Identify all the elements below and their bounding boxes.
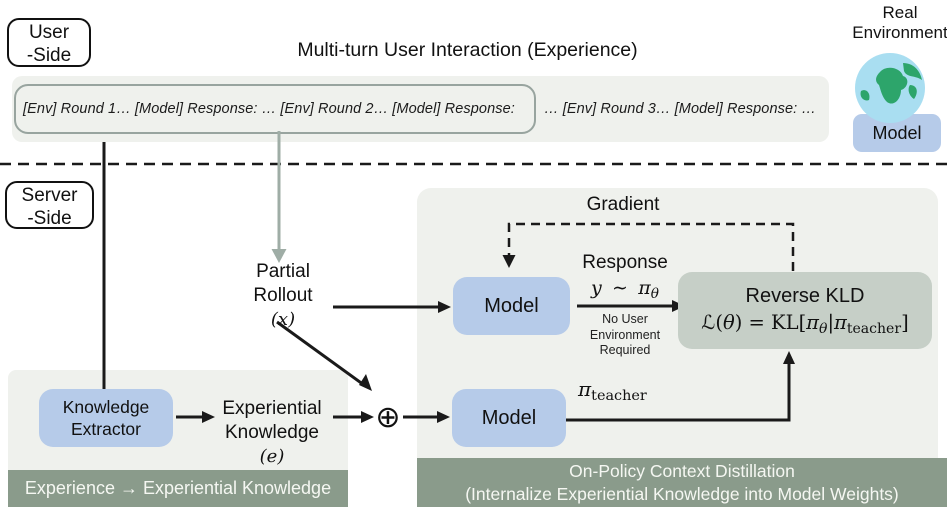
server-side-tag: Server -Side	[5, 181, 94, 229]
experience-to-rollout-arrow	[271, 131, 287, 263]
environment-model-label: Model	[872, 122, 922, 143]
gradient-label: Gradient	[586, 194, 660, 215]
real-environment-line2: Environment	[852, 23, 947, 42]
real-environment-label: Real Environment	[838, 3, 947, 43]
policy-model-box: Model	[453, 277, 570, 335]
teacher-model-label: Model	[481, 406, 537, 429]
kld-close: ]	[901, 310, 909, 334]
math-theta-sub: θ	[650, 285, 659, 302]
math-sim: ∼	[612, 277, 628, 299]
partial-rollout-var: (x)	[270, 309, 296, 330]
no-user-note-line1: No User	[602, 312, 648, 326]
pi-teacher-pi: π	[578, 377, 592, 401]
kld-eq: ) = KL[	[734, 310, 807, 334]
math-pi: π	[638, 277, 651, 299]
experiential-knowledge-line1: Experiential	[222, 398, 322, 419]
no-user-note-line2: Environment	[589, 327, 661, 342]
kld-teacher-sub: teacher	[846, 320, 902, 337]
knowledge-to-oplus-arrow	[333, 411, 374, 423]
reverse-kld-title: Reverse KLD	[745, 284, 865, 307]
user-side-line2: -Side	[26, 45, 72, 66]
footer-extraction-text: Experience → Experiential Knowledge	[24, 478, 332, 498]
footer-extraction: Experience → Experiential Knowledge	[8, 470, 348, 507]
policy-model-label: Model	[484, 294, 539, 317]
user-side-tag: User -Side	[7, 18, 91, 67]
experience-bar	[12, 76, 829, 142]
user-side-line1: User	[28, 22, 70, 43]
experience-window-outline	[14, 84, 536, 134]
experiential-knowledge-line2: Knowledge	[224, 422, 320, 443]
math-y: y	[591, 277, 602, 299]
partial-rollout-line2: Rollout	[253, 285, 313, 306]
no-user-note: No User Environment Required	[563, 312, 687, 359]
response-label: Response	[582, 252, 668, 273]
footer-distillation-line1: On-Policy Context Distillation	[569, 460, 795, 481]
server-side-line2: -Side	[27, 208, 72, 229]
no-user-note-line3: Required	[599, 343, 651, 357]
teacher-model-box: Model	[452, 389, 566, 447]
globe-icon	[855, 53, 925, 123]
footer-distillation-line2: (Internalize Experiential Knowledge into…	[465, 483, 899, 504]
extractor-to-knowledge-arrow	[176, 411, 215, 423]
experiential-knowledge-label: Experiential Knowledge (e)	[197, 397, 347, 469]
teacher-to-kld-arrow	[566, 351, 795, 422]
experience-log-inside: [Env] Round 1… [Model] Response: … [Env]…	[23, 101, 515, 117]
kld-pi2: π	[834, 310, 847, 334]
knowledge-extractor-line1: Knowledge	[62, 397, 150, 417]
knowledge-extractor-line2: Extractor	[70, 419, 141, 439]
figure-title: Multi-turn User Interaction (Experience)	[297, 39, 638, 61]
footer-distillation: On-Policy Context Distillation (Internal…	[417, 458, 947, 507]
oplus-icon: ⊕	[375, 400, 401, 435]
experience-log-outside: … [Env] Round 3… [Model] Response: …	[544, 101, 816, 117]
oplus-to-model-arrow	[403, 411, 450, 423]
rollout-to-model-arrow	[333, 301, 451, 313]
reverse-kld-formula: ℒ(θ) = KL[πθ|πteacher]	[701, 311, 908, 337]
pi-teacher-label: πteacher	[578, 377, 647, 404]
real-environment-line1: Real	[882, 3, 918, 22]
kld-loss-open: ℒ(	[701, 310, 723, 334]
kld-theta1: θ	[722, 310, 735, 334]
server-side-line1: Server	[21, 185, 78, 206]
rollout-to-oplus-arrow	[276, 320, 372, 391]
partial-rollout-line1: Partial	[256, 261, 310, 282]
pi-teacher-sub: teacher	[591, 388, 647, 405]
reverse-kld-box: Reverse KLD ℒ(θ) = KL[πθ|πteacher]	[678, 272, 932, 349]
partial-rollout-label: Partial Rollout (x)	[228, 260, 338, 332]
kld-theta-sub: θ	[819, 320, 828, 337]
response-sample-math: y ∼ πθ	[563, 277, 687, 302]
experiential-knowledge-var: (e)	[259, 446, 285, 467]
knowledge-extractor-box: Knowledge Extractor	[39, 389, 173, 447]
kld-bar: |	[827, 310, 835, 334]
gradient-feedback-arrow	[502, 222, 795, 271]
kld-pi1: π	[806, 310, 819, 334]
